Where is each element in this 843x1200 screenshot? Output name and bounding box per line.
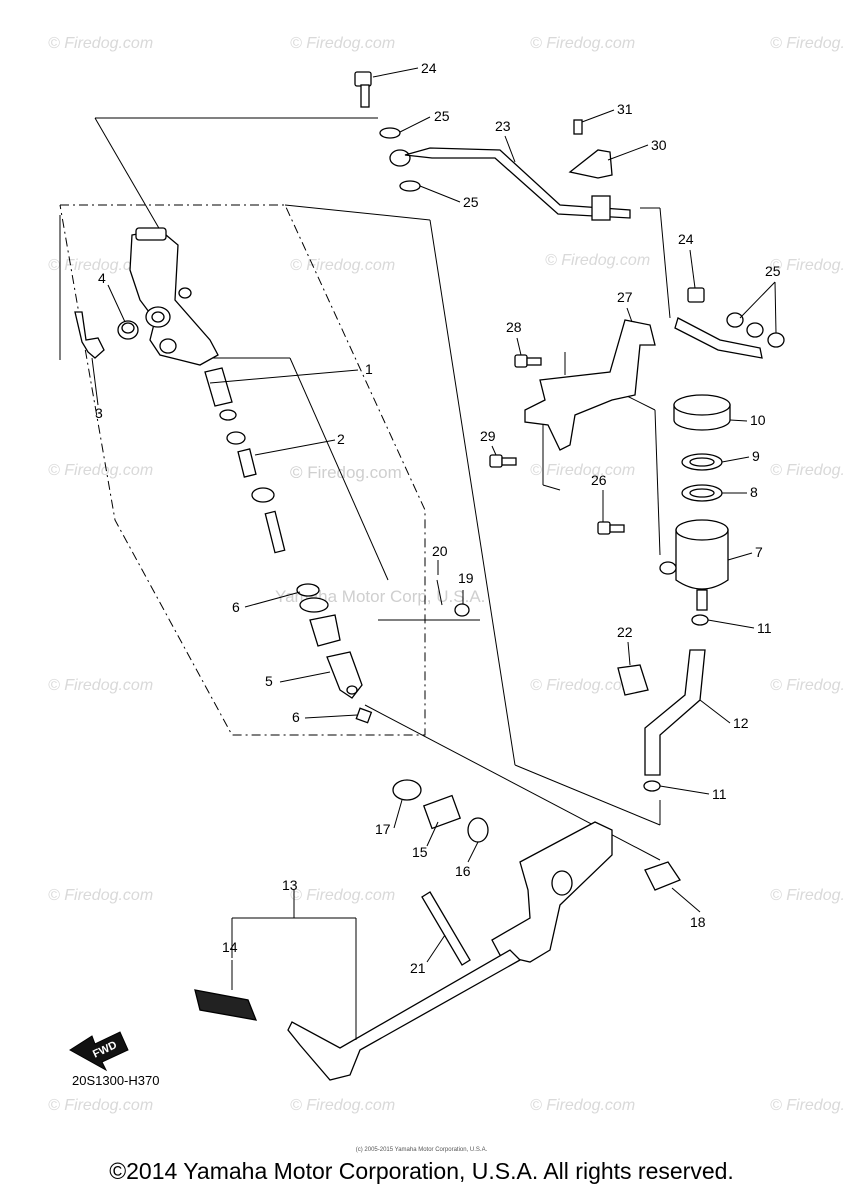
copyright-footer: ©2014 Yamaha Motor Corporation, U.S.A. A… <box>109 1158 734 1184</box>
brake-hose <box>404 147 631 221</box>
center-watermark-company: Yamaha Motor Corp, U.S.A. <box>275 587 485 606</box>
callout-15: 15 <box>412 844 428 860</box>
watermark: © Firedog.com <box>530 677 635 694</box>
pivot-bushings <box>392 779 681 891</box>
callout-24b: 24 <box>678 231 694 247</box>
callout-25: 25 <box>434 108 450 124</box>
callout-18: 18 <box>690 914 706 930</box>
callout-30: 30 <box>651 137 667 153</box>
callout-2: 2 <box>337 431 345 447</box>
reservoir-bracket <box>524 319 656 451</box>
callout-31: 31 <box>617 101 633 117</box>
callout-19: 19 <box>458 570 474 586</box>
callout-23: 23 <box>495 118 511 134</box>
watermark: © Firedog.com <box>770 462 843 479</box>
callout-6: 6 <box>232 599 240 615</box>
watermark: © Firedog.com <box>290 257 395 274</box>
banjo-bolt-top <box>354 71 421 192</box>
hose-clamp <box>568 119 613 179</box>
callout-17: 17 <box>375 821 391 837</box>
reservoir <box>659 394 731 611</box>
hose-fitting <box>74 311 105 359</box>
callout-13: 13 <box>282 877 298 893</box>
master-cylinder-body <box>129 227 219 366</box>
callout-11: 11 <box>757 620 772 636</box>
watermark: © Firedog.com <box>530 35 635 52</box>
watermark: © Firedog.com <box>770 35 843 52</box>
diagram-code: 20S1300-H370 <box>72 1073 159 1088</box>
callout-25c: 25 <box>765 263 781 279</box>
callout-14: 14 <box>222 939 238 955</box>
callout-16: 16 <box>455 863 471 879</box>
callout-22: 22 <box>617 624 633 640</box>
callout-4: 4 <box>98 270 106 286</box>
brake-pedal <box>194 821 613 1081</box>
callout-6b: 6 <box>292 709 300 725</box>
watermark: © Firedog.com <box>770 887 843 904</box>
callout-3: 3 <box>95 405 103 421</box>
watermark: © Firedog.com <box>48 887 153 904</box>
watermark: © Firedog.com <box>545 252 650 269</box>
hose-right <box>674 287 785 359</box>
callout-11b: 11 <box>712 786 727 802</box>
boot-cap <box>117 320 139 340</box>
watermark: © Firedog.com <box>530 1097 635 1114</box>
return-spring <box>421 891 471 966</box>
small-copyright: (c) 2005-2015 Yamaha Motor Corporation, … <box>355 1147 488 1153</box>
callout-24: 24 <box>421 60 437 76</box>
callout-28: 28 <box>506 319 522 335</box>
forward-arrow: FWD <box>69 1031 129 1072</box>
callout-26: 26 <box>591 472 607 488</box>
callouts: 1 2 3 4 5 6 6 7 8 9 10 11 11 12 13 14 15… <box>95 60 781 976</box>
callout-7: 7 <box>755 544 763 560</box>
callout-27: 27 <box>617 289 633 305</box>
watermark: © Firedog.com <box>48 257 153 274</box>
watermark: © Firedog.com <box>290 35 395 52</box>
assembly-boundary <box>59 204 426 736</box>
watermark: © Firedog.com <box>530 462 635 479</box>
watermark: © Firedog.com <box>48 1097 153 1114</box>
callout-1: 1 <box>365 361 373 377</box>
callout-25b: 25 <box>463 194 479 210</box>
callout-21: 21 <box>410 960 426 976</box>
watermark: © Firedog.com <box>290 1097 395 1114</box>
center-watermark: © Firedog.com <box>290 463 402 482</box>
reservoir-hose <box>617 614 709 792</box>
callout-29: 29 <box>480 428 496 444</box>
bracket-bolts <box>489 354 625 535</box>
watermark: © Firedog.com <box>290 887 395 904</box>
callout-12: 12 <box>733 715 749 731</box>
piston-kit <box>204 367 373 724</box>
callout-leaders <box>91 67 777 963</box>
reference-lines <box>94 117 671 861</box>
callout-9: 9 <box>752 448 760 464</box>
pedal-group-bracket <box>231 890 357 1040</box>
watermark: © Firedog.com <box>770 1097 843 1114</box>
watermark: © Firedog.com <box>48 462 153 479</box>
washer-pin <box>436 579 470 617</box>
watermark: © Firedog.com <box>48 677 153 694</box>
watermark-layer: © Firedog.com © Firedog.com © Firedog.co… <box>48 35 843 1114</box>
callout-5: 5 <box>265 673 273 689</box>
watermark: © Firedog.com <box>770 257 843 274</box>
callout-20: 20 <box>432 543 448 559</box>
callout-10: 10 <box>750 412 766 428</box>
watermark: © Firedog.com <box>770 677 843 694</box>
callout-8: 8 <box>750 484 758 500</box>
watermark: © Firedog.com <box>48 35 153 52</box>
